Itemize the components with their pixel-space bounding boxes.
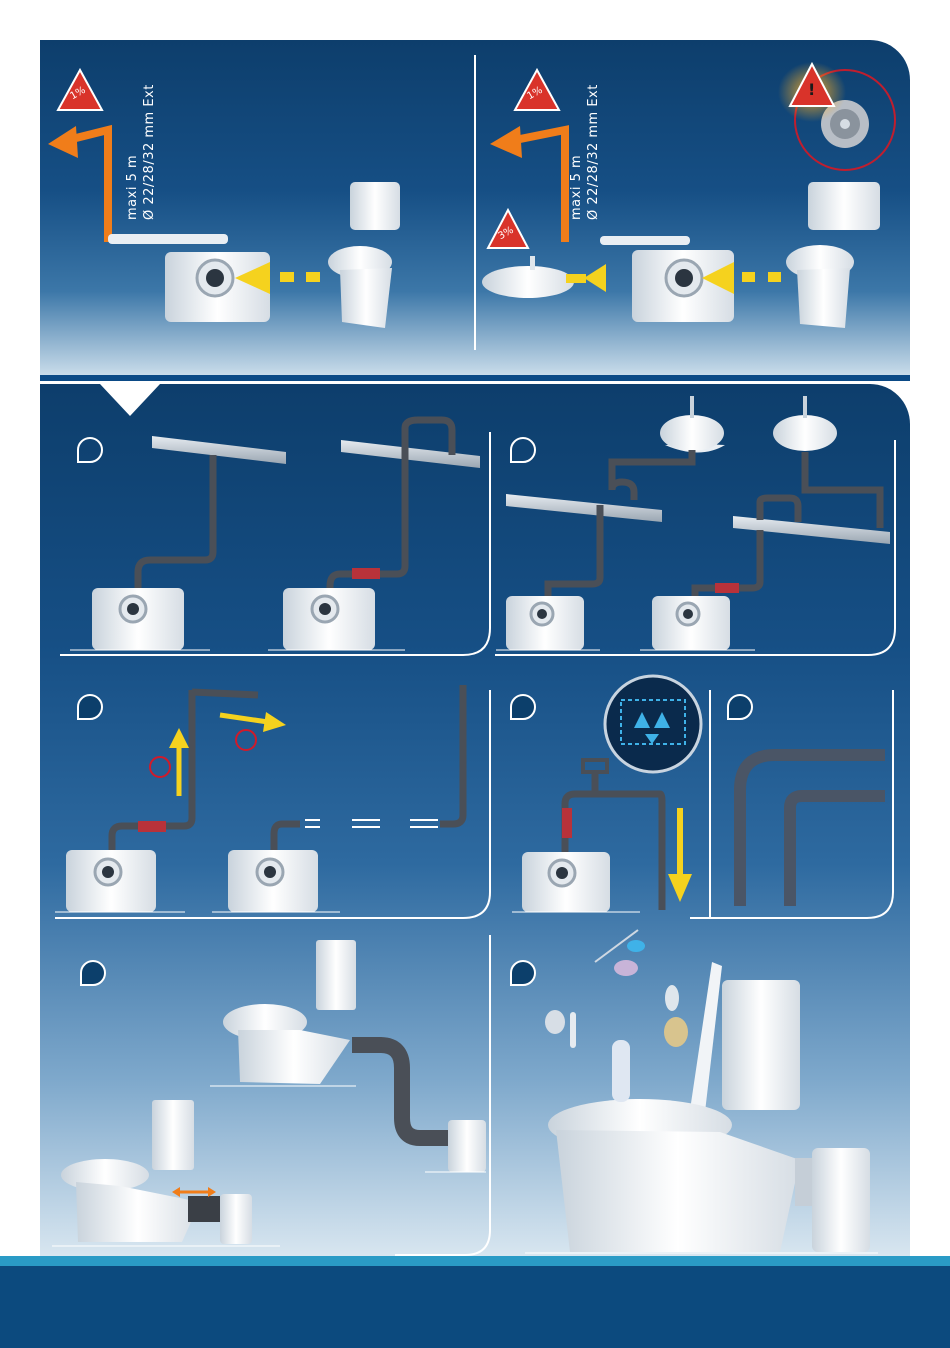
top-left-diameter: Ø 22/28/32 mm Ext	[141, 84, 158, 220]
step3-scene	[55, 685, 463, 912]
step-marker-7	[510, 960, 536, 986]
top-right-spec-text: maxi 5 m Ø 22/28/32 mm Ext	[568, 84, 602, 220]
step-marker-3	[77, 694, 103, 720]
step-marker-1	[77, 437, 103, 463]
step6-scene	[52, 940, 486, 1246]
top-right-alert-mark: !	[808, 80, 815, 99]
step-marker-2	[510, 437, 536, 463]
top-left-max-length: maxi 5 m	[124, 84, 141, 220]
top-left-spec-text: maxi 5 m Ø 22/28/32 mm Ext	[124, 84, 158, 220]
top-left-scene	[48, 126, 400, 328]
step2-scene	[496, 396, 890, 650]
step4-scene	[512, 676, 701, 912]
step1-scene	[70, 420, 480, 650]
top-right-diameter: Ø 22/28/32 mm Ext	[585, 84, 602, 220]
step5-scene	[740, 755, 885, 906]
step-marker-5	[727, 694, 753, 720]
step-marker-4	[510, 694, 536, 720]
foreign-objects	[545, 930, 688, 1102]
step7-scene	[525, 930, 878, 1253]
top-right-max-length: maxi 5 m	[568, 84, 585, 220]
step-marker-6	[80, 960, 106, 986]
